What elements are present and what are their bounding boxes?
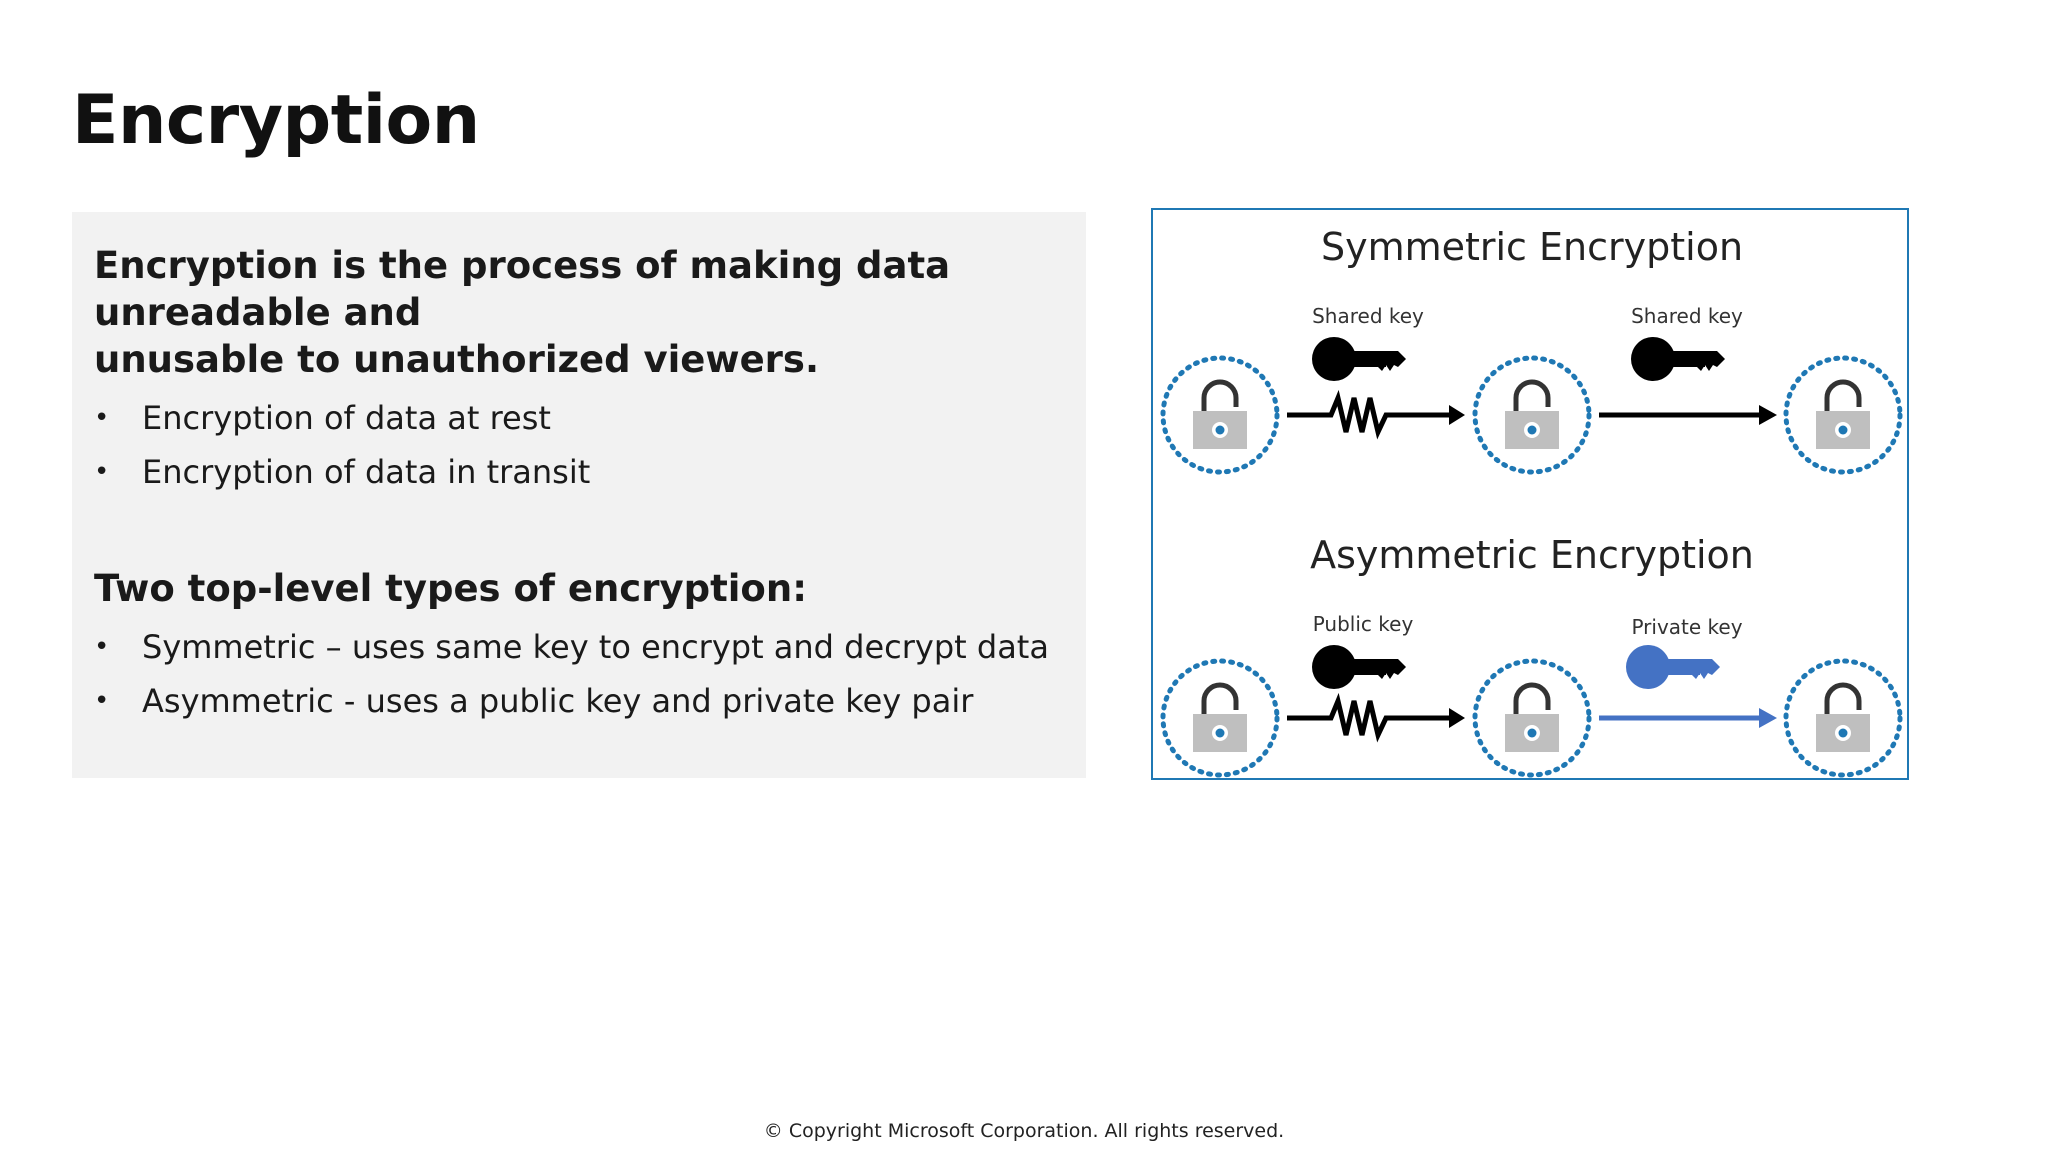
symmetric-key1-label: Shared key [1312, 304, 1424, 328]
symmetric-key2-icon [1631, 337, 1725, 381]
lock-icon [1475, 358, 1589, 472]
asymmetric-zigzag-arrow [1287, 692, 1465, 743]
content-panel: Encryption is the process of making data… [72, 212, 1086, 778]
asymmetric-straight-arrow [1599, 708, 1777, 728]
copyright-footer: © Copyright Microsoft Corporation. All r… [763, 1120, 1285, 1142]
lock-icon [1786, 358, 1900, 472]
lock-icon [1475, 661, 1589, 775]
private-key-icon [1626, 645, 1720, 689]
slide-title: Encryption [72, 81, 480, 160]
definition-text: Encryption is the process of making data… [94, 242, 1064, 383]
asymmetric-key2-label: Private key [1631, 615, 1742, 639]
list-item: Symmetric – uses same key to encrypt and… [94, 620, 1064, 674]
encryption-diagram: Symmetric Encryption Shared key Shared k… [1151, 208, 1909, 780]
symmetric-key1-icon [1312, 337, 1406, 381]
public-key-icon [1312, 645, 1406, 689]
definition-line-2: unusable to unauthorized viewers. [94, 338, 820, 381]
lock-icon [1163, 661, 1277, 775]
encryption-types-list: Symmetric – uses same key to encrypt and… [94, 620, 1064, 728]
list-item: Encryption of data in transit [94, 445, 1064, 499]
list-item: Asymmetric - uses a public key and priva… [94, 674, 1064, 728]
asymmetric-title: Asymmetric Encryption [1310, 533, 1754, 577]
asymmetric-key1-label: Public key [1313, 612, 1414, 636]
list-item: Encryption of data at rest [94, 391, 1064, 445]
lock-icon [1163, 358, 1277, 472]
encryption-diagram-svg: Symmetric Encryption Shared key Shared k… [1153, 225, 1911, 782]
symmetric-key2-label: Shared key [1631, 304, 1743, 328]
data-state-list: Encryption of data at rest Encryption of… [94, 391, 1064, 499]
symmetric-title: Symmetric Encryption [1321, 225, 1743, 269]
definition-line-1: Encryption is the process of making data… [94, 244, 951, 334]
symmetric-straight-arrow [1599, 405, 1777, 425]
lock-icon [1786, 661, 1900, 775]
types-subheading: Two top-level types of encryption: [94, 567, 807, 610]
symmetric-zigzag-arrow [1287, 389, 1465, 440]
